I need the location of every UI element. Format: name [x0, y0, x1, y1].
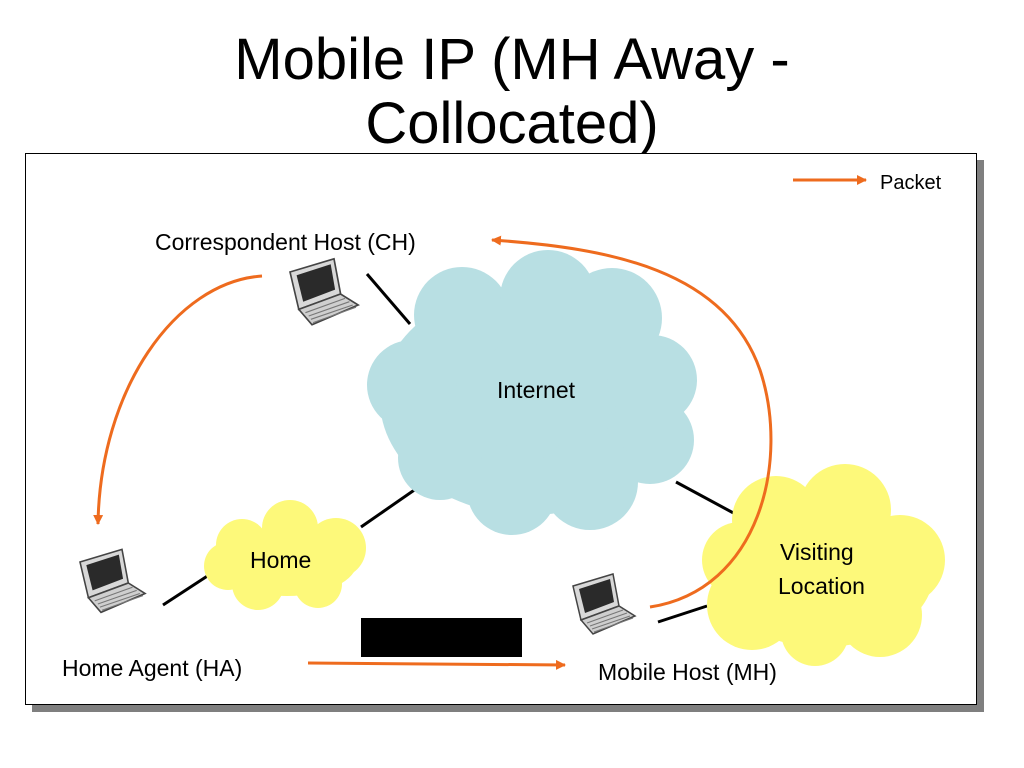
ch-label: Correspondent Host (CH)	[155, 229, 416, 255]
ha-laptop-icon	[79, 548, 146, 614]
link-home-internet	[360, 482, 424, 529]
arrow-ch-to-ha	[93, 274, 263, 525]
redaction-box	[361, 618, 522, 657]
home-cloud	[204, 500, 366, 610]
arrow-ha-to-mh	[307, 659, 566, 670]
link-ha-home	[162, 571, 213, 607]
link-internet-visiting	[675, 480, 740, 518]
internet-label: Internet	[497, 377, 575, 403]
arrow-mh-to-ch	[491, 235, 773, 609]
link-ch-internet	[365, 273, 412, 325]
mh-laptop-icon	[572, 573, 636, 635]
mh-label: Mobile Host (MH)	[598, 659, 777, 685]
home-label: Home	[250, 547, 312, 573]
internet-cloud	[367, 250, 697, 535]
legend-label: Packet	[880, 172, 942, 194]
visiting-label-line1: Visiting	[780, 539, 854, 565]
ch-laptop-icon	[289, 257, 360, 326]
visiting-label-line2: Location	[778, 573, 865, 599]
slide-title: Mobile IP (MH Away - Collocated)	[0, 28, 1024, 156]
ha-label: Home Agent (HA)	[62, 655, 243, 681]
title-line-1: Mobile IP (MH Away -	[234, 27, 790, 92]
title-line-2: Collocated)	[365, 91, 659, 156]
visiting-cloud	[702, 464, 945, 666]
link-mh-visiting	[657, 604, 708, 624]
